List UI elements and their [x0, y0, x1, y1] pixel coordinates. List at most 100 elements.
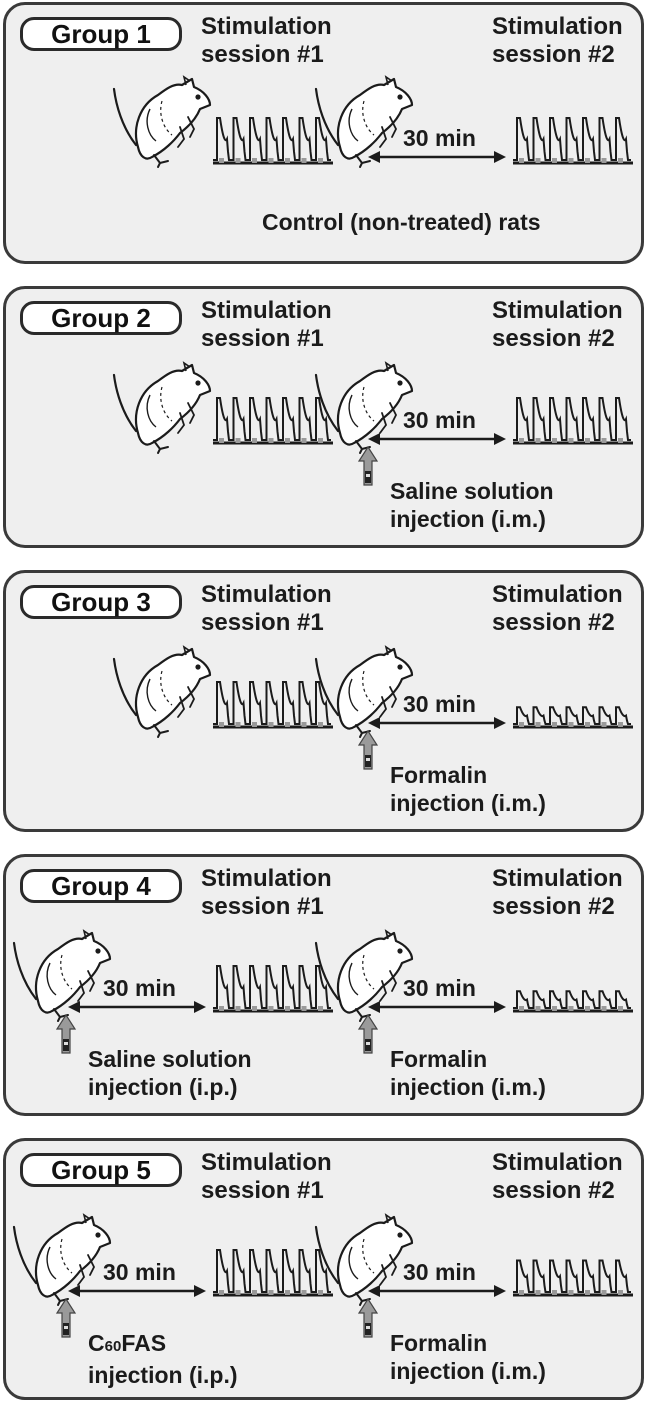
response-trace-session-1	[213, 1249, 333, 1297]
group-2-label: Group 2	[20, 301, 182, 335]
session-1-line-1: Stimulation	[201, 581, 332, 608]
group-1-session-1-title: Stimulation session #1	[201, 13, 332, 69]
response-trace-session-2	[513, 397, 633, 445]
session-1-line-2: session #1	[201, 893, 324, 920]
interval-arrow-2	[368, 1001, 506, 1013]
group-1-drawing	[112, 75, 633, 168]
interval-label-1: 30 min	[103, 975, 176, 1001]
response-trace-session-1	[213, 397, 333, 445]
session-2-line-2: session #2	[492, 609, 615, 636]
injection-line-1: C60FAS	[88, 1329, 238, 1361]
rat-icon	[314, 361, 414, 454]
group-4-drawing	[12, 929, 633, 1054]
rat-icon	[12, 1213, 112, 1306]
injection-2-text: Formalin injection (i.m.)	[390, 1329, 546, 1385]
group-1-label: Group 1	[20, 17, 182, 51]
injection-line-2: injection (i.m.)	[390, 790, 546, 816]
group-1-session-2-title: Stimulation session #2	[492, 13, 623, 69]
group-4-panel: Group 4 Stimulation session #1 Stimulati…	[3, 854, 644, 1116]
session-2-line-2: session #2	[492, 41, 615, 68]
rat-icon	[314, 929, 414, 1022]
interval-arrow-1	[68, 1285, 206, 1297]
session-2-line-1: Stimulation	[492, 1149, 623, 1176]
response-trace-session-2	[513, 706, 633, 729]
group-5-panel: Group 5 Stimulation session #1 Stimulati…	[3, 1138, 644, 1400]
injection-1-text: C60FAS injection (i.p.)	[88, 1329, 238, 1389]
injection-arrow-icon	[357, 1013, 379, 1054]
group-4-session-1-title: Stimulation session #1	[201, 865, 332, 921]
injection-line-2: injection (i.p.)	[88, 1074, 238, 1100]
group-5-session-1-title: Stimulation session #1	[201, 1149, 332, 1205]
group-5-session-2-title: Stimulation session #2	[492, 1149, 623, 1205]
injection-line-1: Saline solution	[88, 1046, 252, 1072]
injection-line-2: injection (i.m.)	[390, 1358, 546, 1384]
group-2-session-2-title: Stimulation session #2	[492, 297, 623, 353]
injection-arrow-icon	[357, 445, 379, 486]
c60-subscript: 60	[104, 1338, 122, 1355]
session-2-line-1: Stimulation	[492, 865, 623, 892]
interval-arrow	[368, 151, 506, 163]
interval-label: 30 min	[403, 691, 476, 717]
rat-icon	[314, 75, 414, 168]
interval-label: 30 min	[403, 407, 476, 433]
session-1-line-1: Stimulation	[201, 297, 332, 324]
session-2-line-2: session #2	[492, 893, 615, 920]
group-5-label: Group 5	[20, 1153, 182, 1187]
injection-arrow-icon	[357, 729, 379, 770]
session-1-line-1: Stimulation	[201, 13, 332, 40]
group-2-panel: Group 2 Stimulation session #1 Stimulati…	[3, 286, 644, 548]
session-1-line-2: session #1	[201, 41, 324, 68]
injection-line-1: Saline solution	[390, 478, 554, 504]
group-1-panel: Group 1 Stimulation session #1 Stimulati…	[3, 2, 644, 264]
injection-arrow-icon	[55, 1013, 77, 1054]
session-1-line-1: Stimulation	[201, 865, 332, 892]
group-3-drawing	[112, 645, 633, 770]
response-trace-session-2	[513, 990, 633, 1013]
injection-arrow-icon	[357, 1297, 379, 1338]
injection-1-text: Saline solution injection (i.p.)	[88, 1045, 252, 1101]
rat-icon	[314, 1213, 414, 1306]
session-2-line-1: Stimulation	[492, 581, 623, 608]
rat-icon	[314, 645, 414, 738]
group-2-drawing	[112, 361, 633, 486]
rat-icon	[112, 75, 212, 168]
interval-arrow	[368, 717, 506, 729]
session-1-line-2: session #1	[201, 609, 324, 636]
injection-line-2: injection (i.m.)	[390, 1074, 546, 1100]
interval-arrow	[368, 433, 506, 445]
group-3-session-2-title: Stimulation session #2	[492, 581, 623, 637]
rat-icon	[112, 645, 212, 738]
interval-label: 30 min	[403, 125, 476, 151]
interval-label-2: 30 min	[403, 975, 476, 1001]
session-1-line-1: Stimulation	[201, 1149, 332, 1176]
response-trace-session-1	[213, 965, 333, 1013]
group-2-session-1-title: Stimulation session #1	[201, 297, 332, 353]
injection-line-1: Formalin	[390, 1330, 488, 1356]
group-3-panel: Group 3 Stimulation session #1 Stimulati…	[3, 570, 644, 832]
interval-arrow-2	[368, 1285, 506, 1297]
injection-line-2: injection (i.m.)	[390, 506, 546, 532]
injection-arrow-icon	[55, 1297, 77, 1338]
session-2-line-1: Stimulation	[492, 297, 623, 324]
response-trace-session-2	[513, 117, 633, 165]
injection-line-1: Formalin	[390, 1046, 488, 1072]
session-1-line-2: session #1	[201, 1177, 324, 1204]
session-2-line-2: session #2	[492, 1177, 615, 1204]
rat-icon	[112, 361, 212, 454]
group-3-label: Group 3	[20, 585, 182, 619]
injection-line-2: injection (i.p.)	[88, 1362, 238, 1388]
session-2-line-2: session #2	[492, 325, 615, 352]
injection-line-1: Formalin	[390, 762, 488, 788]
interval-label-2: 30 min	[403, 1259, 476, 1285]
group-4-label: Group 4	[20, 869, 182, 903]
group-3-session-1-title: Stimulation session #1	[201, 581, 332, 637]
interval-arrow-1	[68, 1001, 206, 1013]
group-5-drawing	[12, 1213, 633, 1338]
injection-2-text: Formalin injection (i.m.)	[390, 761, 546, 817]
response-trace-session-2	[513, 1259, 633, 1297]
group-4-session-2-title: Stimulation session #2	[492, 865, 623, 921]
c60-prefix: C	[88, 1330, 105, 1356]
injection-2-text: Saline solution injection (i.m.)	[390, 477, 554, 533]
session-2-line-1: Stimulation	[492, 13, 623, 40]
response-trace-session-1	[213, 681, 333, 729]
